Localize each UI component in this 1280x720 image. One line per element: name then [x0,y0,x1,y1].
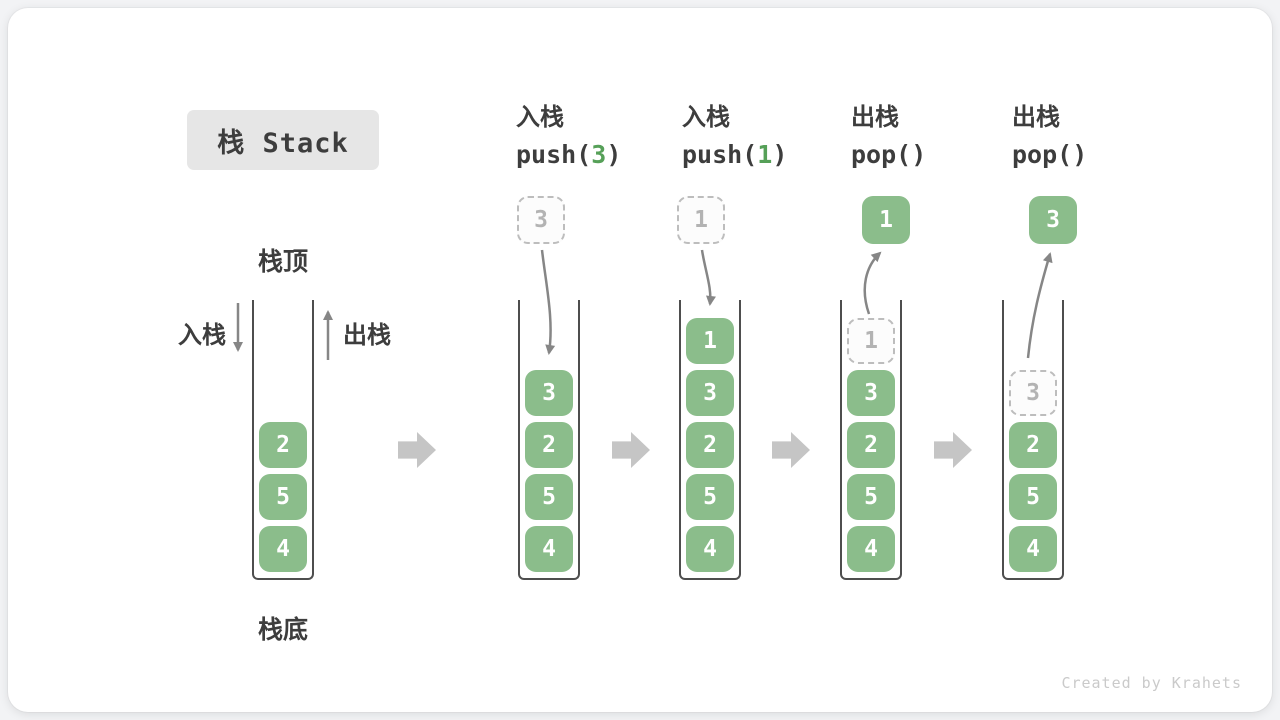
stack-after-push-1: 1 3 2 5 4 [679,300,741,580]
code-arg: 3 [591,140,607,170]
stack-block: 4 [686,526,734,572]
code-arg: 1 [757,140,773,170]
stack-block: 1 [686,318,734,364]
stack-block: 3 [525,370,573,416]
floating-block-popped-3: 3 [1029,196,1077,244]
op-code-label: push(1) [682,141,787,169]
stack-block: 4 [259,526,307,572]
stack-block: 2 [525,422,573,468]
stack-block: 5 [1009,474,1057,520]
op-action-label: 出栈 [1012,103,1060,131]
op-header-push-3: 入栈 push(3) [516,104,621,169]
op-action-label: 入栈 [516,103,564,131]
stack-block: 5 [686,474,734,520]
stack-block: 5 [259,474,307,520]
code-prefix: pop( [851,140,912,170]
stack-after-push-3: 3 2 5 4 [518,300,580,580]
code-suffix: ) [911,140,927,170]
op-action-label: 入栈 [682,103,730,131]
push-side-label: 入栈 [178,321,226,349]
stack-block: 2 [847,422,895,468]
stack-block: 3 [686,370,734,416]
stack-top-label: 栈顶 [257,247,308,276]
stack-initial: 2 5 4 [252,300,314,580]
watermark: Created by Krahets [1061,674,1242,692]
floating-block-push-3: 3 [517,196,565,244]
title-badge: 栈 Stack [187,110,379,170]
pop-side-label: 出栈 [343,321,391,349]
op-code-label: pop() [851,141,926,169]
code-suffix: ) [772,140,788,170]
stack-after-pop-1: 1 3 2 5 4 [840,300,902,580]
stack-block: 2 [686,422,734,468]
stack-block-ghost: 1 [847,318,895,364]
stack-block: 4 [847,526,895,572]
stack-block: 5 [847,474,895,520]
op-header-pop-1: 出栈 pop() [851,104,926,169]
page-title: 栈 Stack [217,127,349,159]
floating-block-popped-1: 1 [862,196,910,244]
code-prefix: push( [516,140,592,170]
code-prefix: push( [682,140,758,170]
op-action-label: 出栈 [851,103,899,131]
op-header-pop-3: 出栈 pop() [1012,104,1087,169]
op-code-label: pop() [1012,141,1087,169]
stack-block: 2 [259,422,307,468]
stack-block-ghost: 3 [1009,370,1057,416]
op-header-push-1: 入栈 push(1) [682,104,787,169]
code-prefix: pop( [1012,140,1073,170]
stack-after-pop-3: 3 2 5 4 [1002,300,1064,580]
code-suffix: ) [606,140,622,170]
stack-bottom-label: 栈底 [257,615,308,644]
stack-block: 2 [1009,422,1057,468]
stack-block: 4 [1009,526,1057,572]
op-code-label: push(3) [516,141,621,169]
stack-block: 4 [525,526,573,572]
code-suffix: ) [1072,140,1088,170]
stack-block: 5 [525,474,573,520]
stack-block: 3 [847,370,895,416]
floating-block-push-1: 1 [677,196,725,244]
